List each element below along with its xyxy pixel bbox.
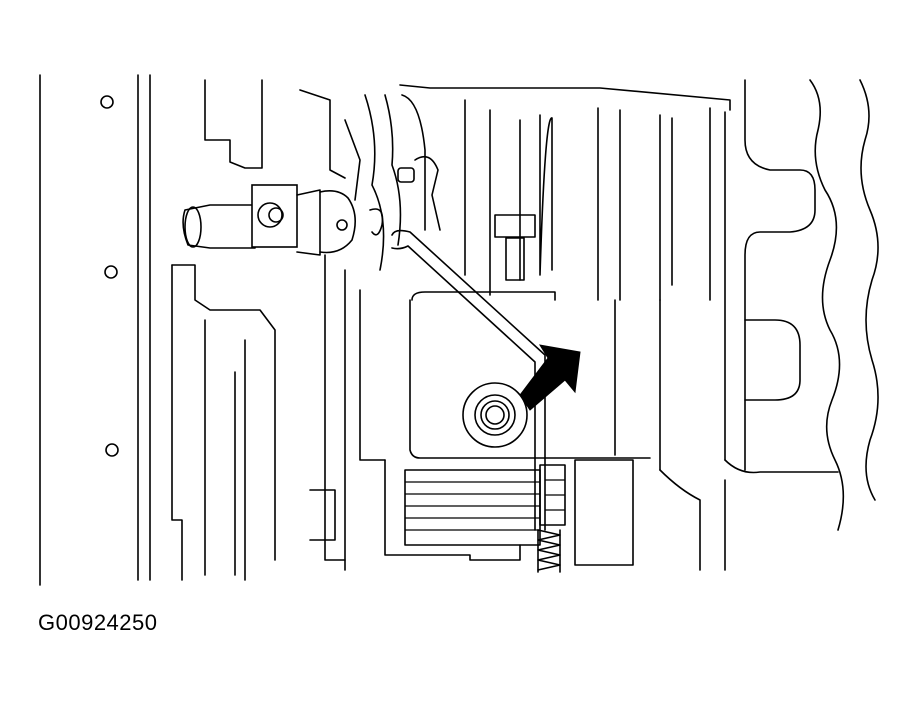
right-housing (659, 79, 879, 571)
figure-code: G00924250 (38, 610, 158, 635)
fill-tube (391, 229, 546, 531)
bolt-hole (100, 95, 114, 109)
valve-body (399, 84, 731, 471)
arrow-icon (519, 344, 581, 411)
shift-linkage (182, 89, 441, 271)
filter-fins (384, 459, 634, 566)
left-housing (39, 74, 276, 586)
bolt-hole (104, 265, 118, 279)
spring (537, 529, 561, 573)
drain-plug (462, 382, 528, 448)
lower-housing (234, 254, 386, 576)
bolt-hole (105, 443, 119, 457)
